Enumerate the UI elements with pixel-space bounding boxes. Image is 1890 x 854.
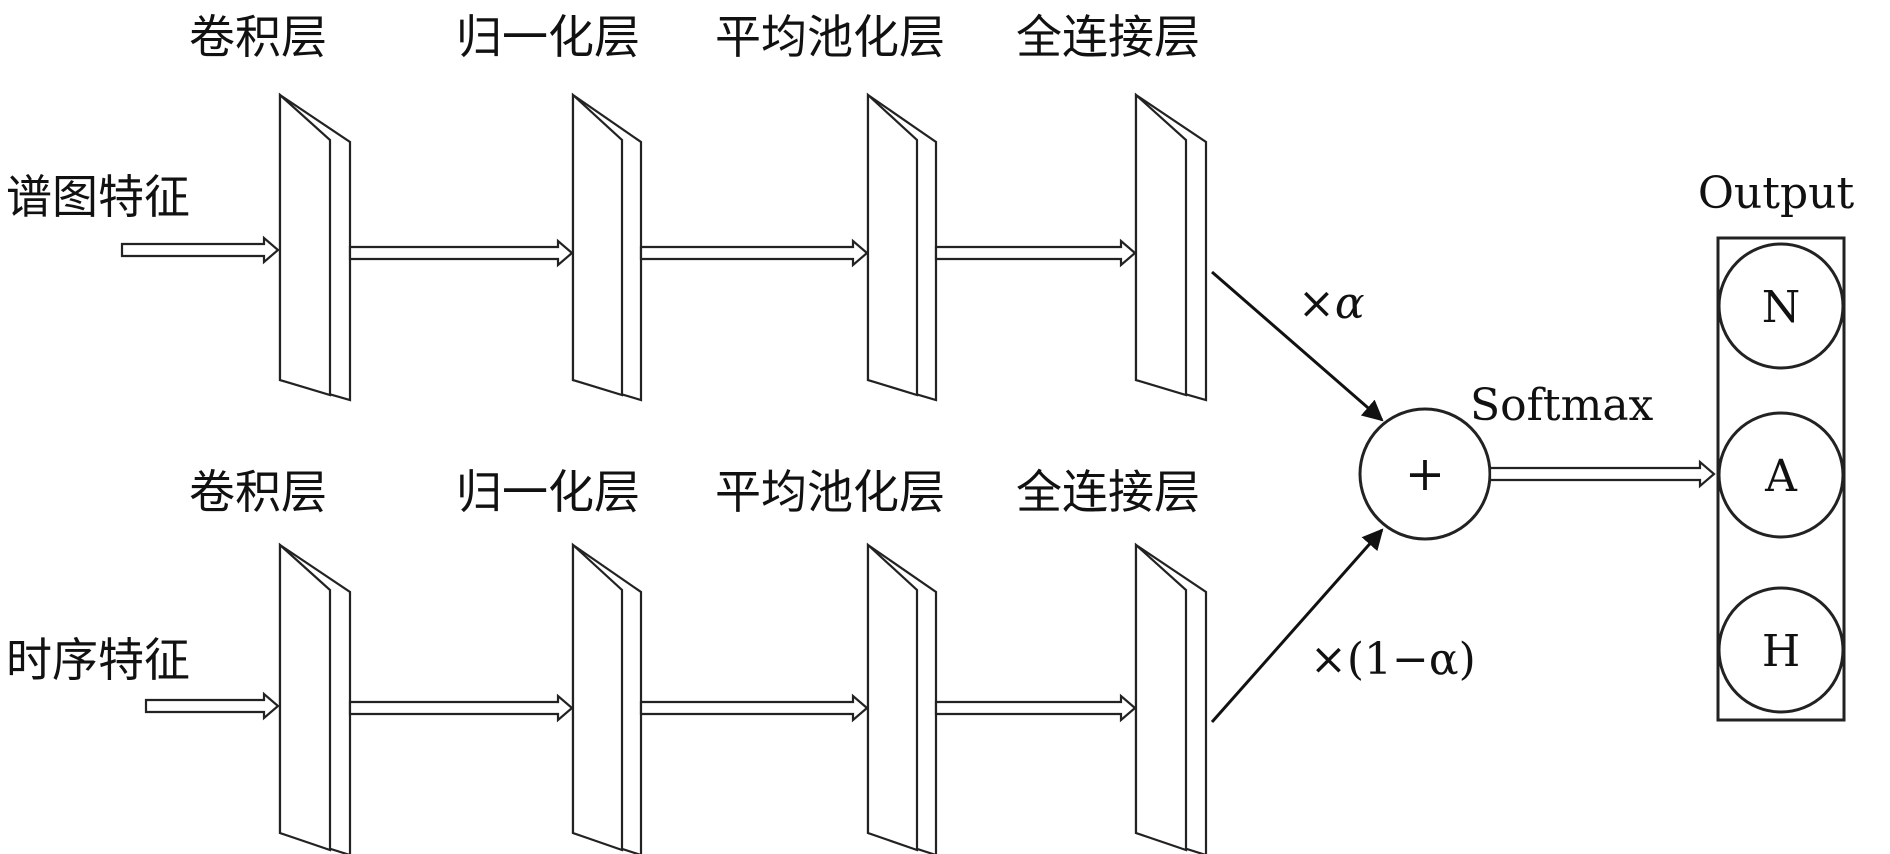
branch-top: 卷积层 归一化层 平均池化层 全连接层 谱图特征: [6, 10, 1384, 422]
branch-bottom-input-arrow: [144, 691, 280, 721]
branch-top-weight-arrow: [1211, 270, 1384, 422]
branch-bottom-connector-2: [639, 693, 869, 723]
branch-bottom-plate-conv: [278, 542, 352, 854]
branch-top-connector-2: [639, 238, 869, 268]
branch-top-weight-label: ×α: [1298, 278, 1365, 329]
fusion-symbol: +: [1405, 446, 1445, 502]
output-node-n: N: [1717, 242, 1845, 370]
branch-bottom-layer-label-fc: 全连接层: [1016, 465, 1200, 519]
branch-top-plate-norm: [571, 92, 643, 402]
softmax-arrow: [1488, 459, 1716, 489]
branch-bottom-plate-pool: [866, 542, 938, 854]
branch-bottom-layer-label-norm: 归一化层: [456, 465, 640, 519]
output-block: Output N A H: [1698, 168, 1855, 722]
branch-top-layer-label-fc: 全连接层: [1016, 10, 1200, 64]
branch-top-connector-1: [348, 238, 574, 268]
output-node-a: A: [1717, 411, 1845, 539]
branch-bottom-input-label: 时序特征: [6, 633, 190, 687]
branch-top-input-label: 谱图特征: [6, 170, 190, 224]
branch-top-plate-fc: [1134, 92, 1208, 402]
branch-top-layer-label-conv: 卷积层: [189, 10, 327, 64]
branch-top-plate-pool: [866, 92, 938, 402]
branch-bottom-plate-norm: [571, 542, 643, 854]
output-title: Output: [1698, 168, 1855, 219]
branch-bottom-plate-fc: [1134, 542, 1208, 854]
branch-top-layer-label-pool: 平均池化层: [715, 10, 945, 64]
branch-top-input-arrow: [120, 235, 280, 265]
branch-bottom-layer-label-pool: 平均池化层: [715, 465, 945, 519]
branch-bottom-weight-label: ×(1−α): [1310, 634, 1476, 685]
output-node-h: H: [1717, 586, 1845, 714]
branch-bottom-layer-label-conv: 卷积层: [189, 465, 327, 519]
softmax-label: Softmax: [1470, 380, 1654, 431]
branch-bottom-weight-arrow: [1210, 528, 1384, 723]
svg-text:H: H: [1762, 626, 1800, 677]
branch-top-connector-3: [934, 238, 1137, 268]
branch-bottom-connector-3: [934, 693, 1137, 723]
branch-bottom: 卷积层 归一化层 平均池化层 全连接层 时序特征: [6, 465, 1476, 854]
branch-bottom-connector-1: [348, 693, 574, 723]
branch-top-plate-conv: [278, 92, 352, 402]
branch-top-layer-label-norm: 归一化层: [456, 10, 640, 64]
svg-text:N: N: [1762, 282, 1801, 333]
svg-text:A: A: [1764, 451, 1798, 502]
